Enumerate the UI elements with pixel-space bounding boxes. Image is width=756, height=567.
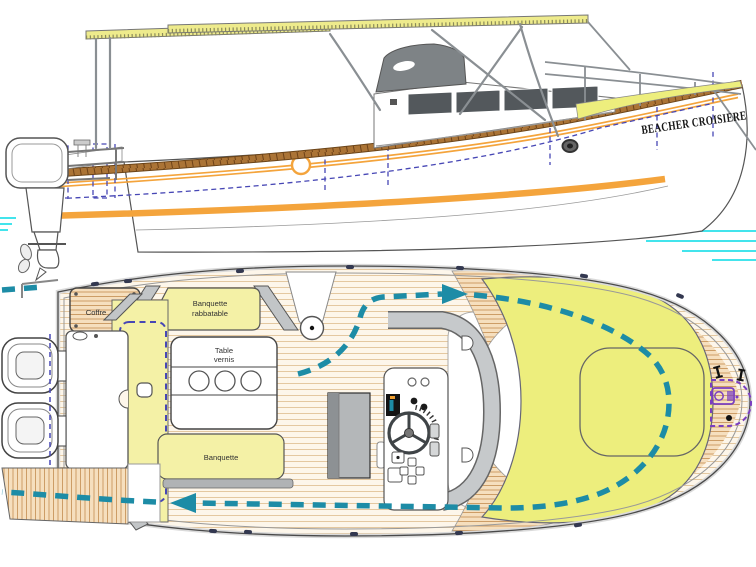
vent [390, 99, 397, 105]
bench-handle [136, 382, 153, 398]
cupholder [240, 370, 262, 392]
bimini-top [85, 14, 589, 40]
windshield-mount-top [461, 335, 474, 351]
cupholder [188, 370, 210, 392]
swim-platform [1, 463, 161, 525]
hawse-fitting [561, 139, 579, 153]
windshield-visor [375, 43, 467, 93]
table-vernis-label: Table [215, 346, 233, 355]
anchor-locker [710, 365, 752, 427]
helm-console [376, 367, 449, 511]
outboard-engines-plan [1, 337, 67, 459]
svg-text:vernis: vernis [214, 355, 234, 364]
gunwale-rail [41, 79, 743, 179]
banquette-aft [157, 433, 294, 489]
cabin-windows [407, 85, 599, 116]
table-vernis [170, 336, 278, 430]
bimini-supports [94, 22, 560, 150]
gunwale-outer-line [57, 265, 751, 537]
trim-tick-fan [414, 404, 440, 448]
banquette-label: Banquette [204, 453, 239, 462]
steering-wheel-icon [387, 411, 431, 455]
banquette-rabbatable-label: Banquette [193, 299, 228, 308]
arrowhead-aft [170, 493, 196, 513]
wraparound-windshield [388, 311, 502, 511]
step-band-right [253, 285, 299, 331]
windlass-icon [711, 387, 739, 405]
chine-line [135, 185, 669, 231]
side-profile-view: BEACHER CROISIERE [0, 14, 756, 282]
footrest-strip [162, 478, 294, 489]
windscreen-wing [285, 271, 337, 341]
gauge [410, 397, 418, 405]
bow-cleat [713, 365, 746, 382]
deck-plan-view: Coffre Banquette rabbatable Table vernis… [1, 263, 753, 539]
coffre-label: Coffre [86, 308, 107, 317]
windshield-mount-bottom [461, 447, 474, 463]
svg-text:rabbatable: rabbatable [192, 309, 228, 318]
vent-knob [407, 377, 417, 387]
arrowhead-forward [442, 284, 468, 304]
transom-assembly [65, 330, 129, 470]
deck-plan-labels: Coffre Banquette rabbatable Table vernis… [86, 299, 239, 462]
outboard-engine-side [5, 137, 125, 282]
vent-knob [420, 377, 430, 387]
cleats [91, 265, 684, 536]
boot-stripe [45, 175, 666, 220]
cooler-module [327, 392, 371, 479]
visor-handle-cutout [393, 61, 415, 71]
cupholder [214, 370, 236, 392]
bow-sunpad-side [575, 80, 743, 120]
stern-rail-corner [21, 279, 59, 298]
banquette-rabbatable [145, 287, 261, 331]
gunwale-inner-line [63, 272, 743, 530]
cabin-side [373, 43, 616, 149]
propeller-icon [20, 243, 32, 261]
circulation-path [1, 284, 672, 513]
switch-pad [399, 457, 425, 485]
